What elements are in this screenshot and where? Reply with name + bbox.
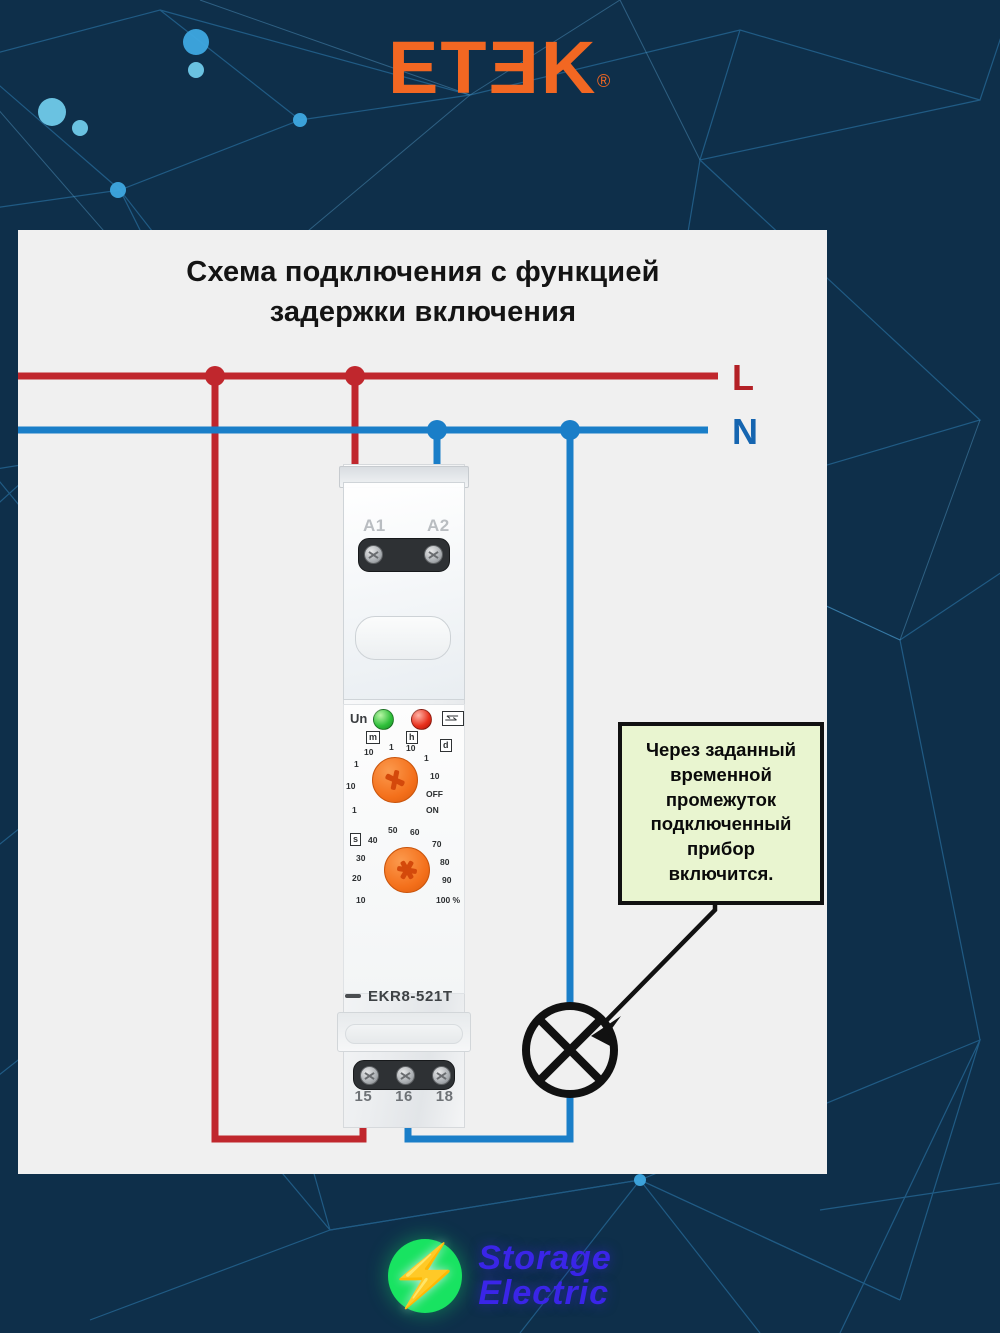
terminal-label-a2: A2 <box>427 516 450 535</box>
callout-line1: Через заданный <box>645 739 796 760</box>
brand-logo: ETƎK® <box>0 26 1000 110</box>
bottom-terminal-block <box>353 1060 455 1090</box>
registered-trademark-icon: ® <box>597 70 611 91</box>
svg-text:L: L <box>732 357 754 398</box>
lightning-bolt-icon: ⚡ <box>387 1242 463 1309</box>
led-green <box>373 709 394 730</box>
unit-box-d: d <box>440 739 452 752</box>
upper-dial-knob[interactable] <box>372 757 418 803</box>
diagram-title: Схема подключения с функцией задержки вк… <box>58 252 788 332</box>
terminal-label-18: 18 <box>435 1088 454 1105</box>
relay-symbol-icon <box>442 711 464 726</box>
wiring-schematic: L N <box>18 357 758 1143</box>
diagram-title-line1: Схема подключения с функцией <box>186 256 660 288</box>
time-relay-device: A1 A2 Un m h d s 10 1 10 <box>331 464 477 1128</box>
device-foot-slot <box>345 1024 463 1044</box>
storage-electric-mark-icon: ⚡ <box>387 1239 463 1313</box>
footer-logo-text: Storage Electric <box>478 1241 612 1310</box>
brand-wordmark: ETƎK <box>387 26 598 109</box>
screw-a1 <box>364 545 383 564</box>
footer-logo: ⚡ Storage Electric <box>0 1228 1000 1324</box>
unit-box-s: s <box>350 833 362 846</box>
device-label-window <box>355 616 451 660</box>
unit-box-h2: h <box>406 731 418 744</box>
led-red <box>411 709 432 730</box>
terminal-label-16: 16 <box>395 1088 413 1105</box>
lower-dial-knob[interactable] <box>384 847 430 893</box>
footer-logo-line1: Storage <box>478 1239 612 1278</box>
top-terminal-block <box>358 538 450 572</box>
callout-box: Через заданный временной промежуток подк… <box>618 722 824 905</box>
terminal-label-a1: A1 <box>363 516 386 535</box>
device-front-face: Un m h d s 10 1 10 1 1 10 10 1 OFF ON <box>343 704 465 994</box>
diagram-title-line2: задержки включения <box>269 296 577 329</box>
screw-a2 <box>424 545 443 564</box>
screw-16 <box>396 1066 415 1085</box>
bottom-terminal-labels: 15 16 18 <box>343 1088 465 1105</box>
model-dash-icon <box>345 994 361 998</box>
model-name: EKR8-521T <box>368 987 453 1005</box>
screw-15 <box>360 1066 379 1085</box>
footer-logo-line2: Electric <box>478 1274 610 1312</box>
device-upper-cover <box>343 482 465 700</box>
unit-box-h: m <box>366 731 381 744</box>
callout-line2: временной промежуток <box>665 763 777 810</box>
model-row: EKR8-521T <box>345 984 463 1008</box>
diagram-panel: Схема подключения с функцией задержки вк… <box>18 230 827 1174</box>
terminal-label-15: 15 <box>354 1088 373 1105</box>
screw-18 <box>432 1066 451 1085</box>
supply-label: Un <box>350 711 368 726</box>
callout-line4: включится. <box>668 862 774 884</box>
callout-line3: подключенный прибор <box>650 813 792 860</box>
svg-text:N: N <box>732 411 758 452</box>
